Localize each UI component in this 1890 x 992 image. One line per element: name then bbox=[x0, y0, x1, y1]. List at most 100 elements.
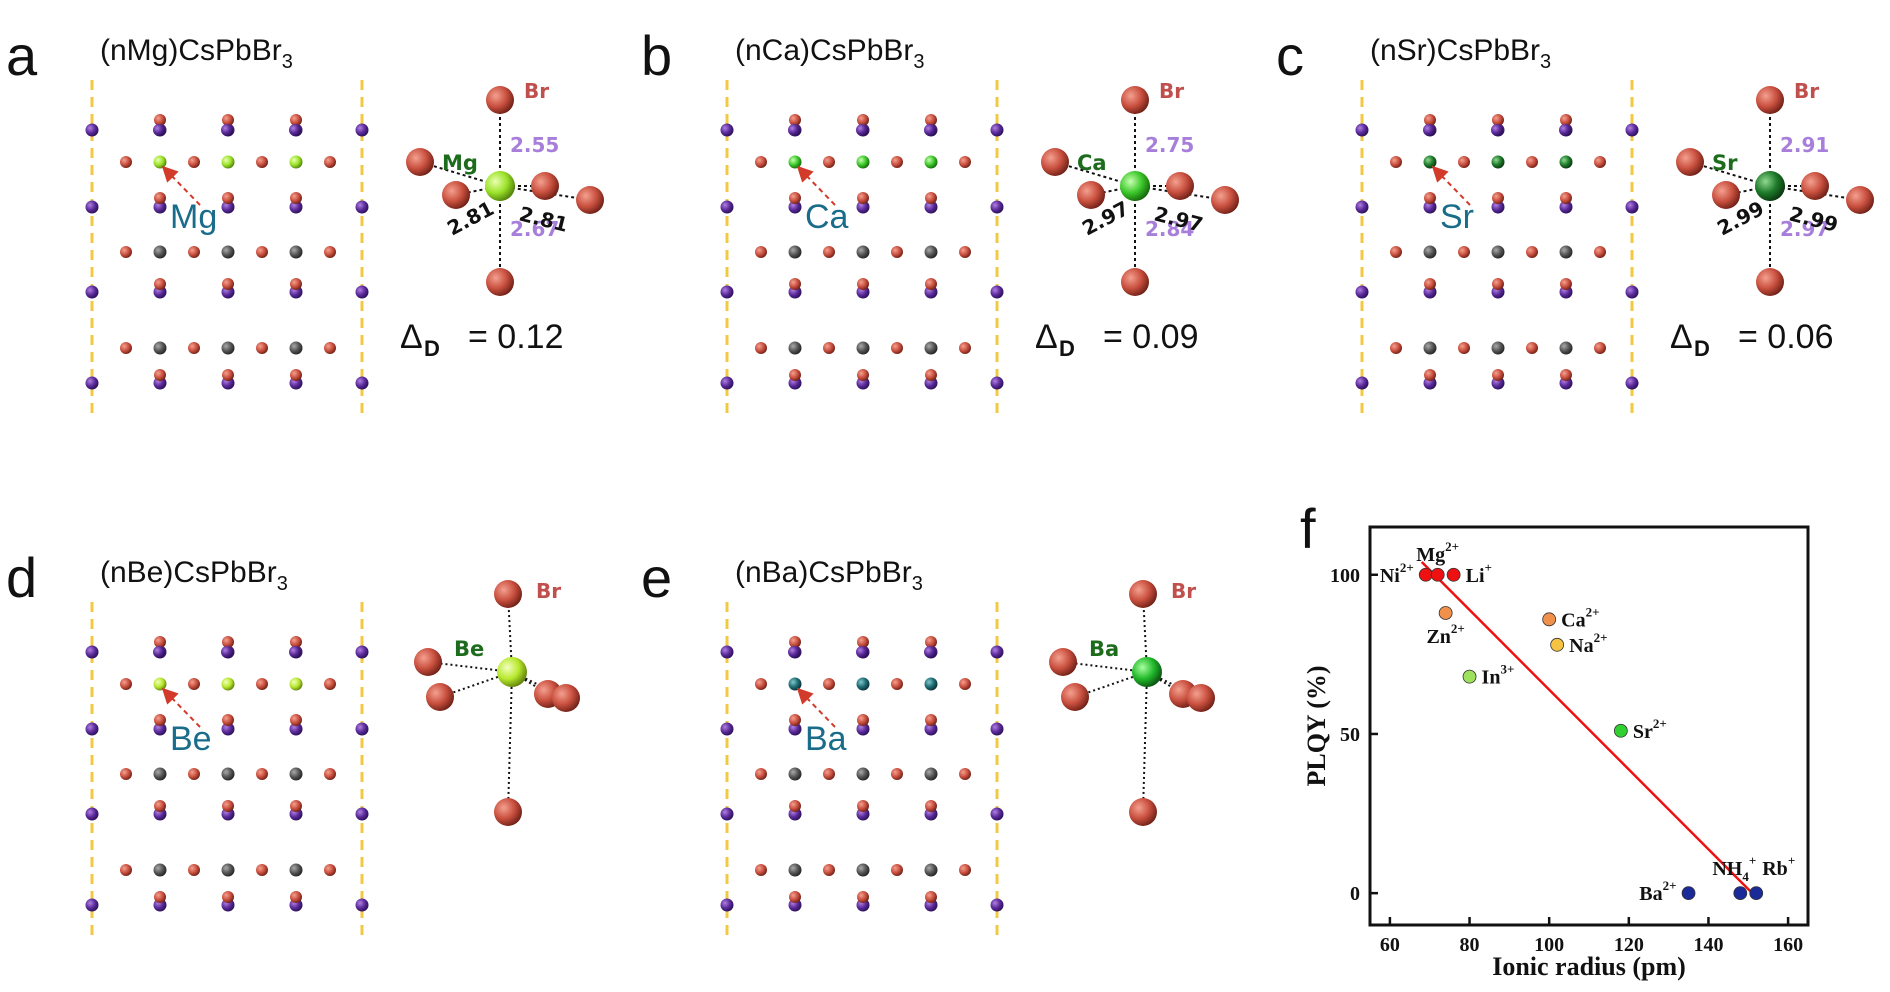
pb-atom bbox=[221, 341, 235, 355]
cs-atom bbox=[720, 376, 734, 390]
pb-atom bbox=[788, 863, 802, 877]
br-atom bbox=[256, 156, 268, 168]
panel-label: b bbox=[641, 24, 672, 87]
center-metal-label: Ba bbox=[1089, 637, 1119, 661]
point-label: Li+ bbox=[1466, 560, 1492, 587]
cs-atom bbox=[221, 646, 233, 658]
br-atom bbox=[120, 156, 132, 168]
cs-atom bbox=[788, 722, 802, 736]
br-atom bbox=[120, 864, 132, 876]
br-atom bbox=[823, 864, 835, 876]
cs-atom bbox=[85, 376, 99, 390]
br-atom bbox=[755, 678, 767, 690]
y-axis-title: PLQY (%) bbox=[1302, 665, 1331, 786]
br-atom bbox=[256, 342, 268, 354]
pb-atom bbox=[788, 245, 802, 259]
center-metal bbox=[485, 171, 515, 201]
br-atom bbox=[789, 369, 801, 381]
br-atom bbox=[256, 768, 268, 780]
lattice bbox=[85, 636, 369, 912]
cs-atom bbox=[85, 645, 99, 659]
dopant-arrow bbox=[161, 687, 201, 728]
point-label: Rb+ bbox=[1762, 853, 1795, 880]
br-atom bbox=[324, 246, 336, 258]
dopant-atom bbox=[1423, 155, 1437, 169]
panel-title: (nSr)CsPbBr3 bbox=[1370, 34, 1551, 73]
br-atom bbox=[1492, 192, 1504, 204]
br-atom bbox=[925, 369, 937, 381]
point-na bbox=[1550, 637, 1565, 652]
br-label: Br bbox=[524, 79, 549, 103]
point-zn bbox=[1438, 606, 1453, 620]
dopant-label: Mg bbox=[170, 198, 217, 236]
br-atom bbox=[188, 768, 200, 780]
point-ca bbox=[1542, 612, 1557, 627]
cs-atom bbox=[1625, 376, 1639, 390]
br-atom bbox=[959, 678, 971, 690]
br-atom bbox=[290, 278, 302, 290]
center-metal-label: Be bbox=[454, 637, 484, 661]
br-atom bbox=[857, 800, 869, 812]
cs-atom bbox=[990, 200, 1004, 214]
br-atom bbox=[891, 246, 903, 258]
delta-symbol: Δ bbox=[1670, 318, 1693, 356]
pb-atom bbox=[153, 245, 167, 259]
cs-atom bbox=[856, 722, 870, 736]
pb-atom bbox=[289, 863, 303, 877]
y-tick-label: 100 bbox=[1330, 565, 1360, 587]
br-atom bbox=[823, 768, 835, 780]
cs-atom bbox=[720, 807, 734, 821]
cs-atom bbox=[990, 285, 1004, 299]
br-atom bbox=[188, 864, 200, 876]
pb-atom bbox=[153, 863, 167, 877]
cs-atom bbox=[355, 898, 369, 912]
br-atom bbox=[1526, 246, 1538, 258]
br-atom bbox=[891, 768, 903, 780]
br-atom bbox=[256, 864, 268, 876]
br-ligand bbox=[1187, 684, 1215, 712]
delta-subscript: D bbox=[424, 336, 440, 361]
dopant-atom bbox=[221, 677, 235, 691]
br-ligand bbox=[1129, 580, 1157, 608]
panel-label: e bbox=[641, 546, 672, 609]
y-tick-label: 50 bbox=[1340, 724, 1360, 746]
br-atom bbox=[925, 714, 937, 726]
cs-atom bbox=[221, 722, 235, 736]
br-atom bbox=[823, 678, 835, 690]
center-metal-label: Ca bbox=[1077, 151, 1107, 175]
point-ba bbox=[1681, 886, 1696, 901]
br-atom bbox=[857, 714, 869, 726]
cs-atom bbox=[788, 646, 800, 658]
cs-atom bbox=[289, 200, 303, 214]
br-atom bbox=[324, 342, 336, 354]
cs-atom bbox=[355, 645, 369, 659]
cs-atom bbox=[355, 376, 369, 390]
cs-atom bbox=[153, 200, 167, 214]
br-ligand bbox=[494, 580, 522, 608]
lattice bbox=[85, 114, 369, 390]
br-atom bbox=[1594, 246, 1606, 258]
point-label: Ba2+ bbox=[1639, 878, 1676, 905]
br-ligand bbox=[1846, 186, 1874, 214]
br-ligand bbox=[1041, 148, 1069, 176]
delta-subscript: D bbox=[1059, 336, 1075, 361]
br-atom bbox=[154, 369, 166, 381]
pb-atom bbox=[289, 767, 303, 781]
cs-atom bbox=[1559, 200, 1573, 214]
br-atom bbox=[789, 636, 801, 648]
point-label: Ni2+ bbox=[1380, 560, 1414, 587]
cs-atom bbox=[924, 124, 936, 136]
cs-atom bbox=[720, 722, 734, 736]
pb-atom bbox=[788, 341, 802, 355]
dopant-atom bbox=[924, 155, 938, 169]
br-atom bbox=[1458, 342, 1470, 354]
dopant-label: Sr bbox=[1440, 198, 1474, 236]
cs-atom bbox=[720, 645, 734, 659]
dopant-atom bbox=[153, 677, 167, 691]
br-atom bbox=[188, 246, 200, 258]
x-tick-label: 100 bbox=[1534, 934, 1564, 956]
br-atom bbox=[222, 800, 234, 812]
